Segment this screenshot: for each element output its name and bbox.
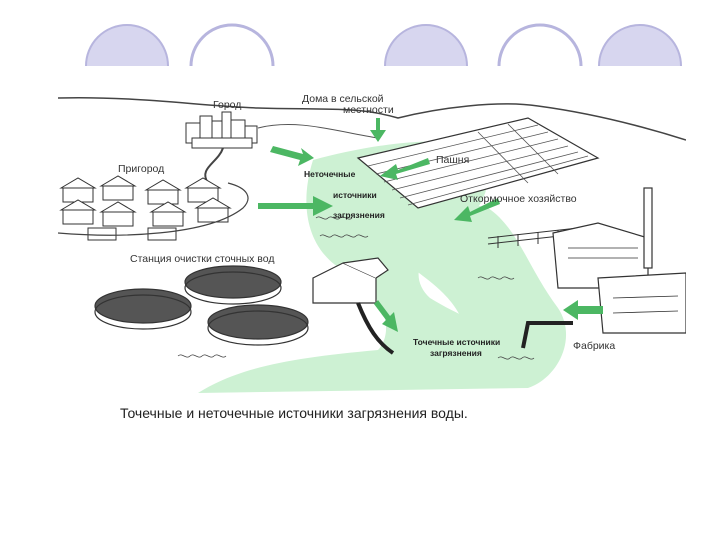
deco-circle-2 (191, 25, 273, 80)
city-buildings (186, 112, 257, 148)
deco-circle-5 (599, 25, 681, 80)
label-rural-houses-2: местности (343, 105, 394, 116)
label-nonpoint-3: загрязнения (333, 211, 385, 220)
figure-caption: Точечные и неточечные источники загрязне… (120, 405, 468, 421)
label-point-sources-2: загрязнения (430, 349, 482, 358)
deco-circle-3 (385, 25, 467, 80)
deco-circle-1 (86, 25, 168, 80)
label-point-sources-1: Точечные источники (413, 338, 500, 347)
label-suburb: Пригород (118, 164, 164, 175)
label-feedlot: Откормочное хозяйство (460, 194, 577, 205)
deco-circle-4 (499, 25, 581, 80)
label-treatment-plant: Станция очистки сточных вод (130, 254, 275, 265)
pollution-illustration: Город Дома в сельской местности Пригород… (58, 88, 686, 393)
label-plowland: Пашня (436, 155, 469, 166)
label-nonpoint-2: источники (333, 191, 377, 200)
label-factory: Фабрика (573, 341, 615, 352)
label-city: Город (213, 100, 241, 111)
decorative-circles (0, 0, 720, 80)
suburb-houses (61, 176, 230, 240)
label-nonpoint-1: Неточечные (304, 170, 355, 179)
treatment-tanks (95, 266, 308, 345)
